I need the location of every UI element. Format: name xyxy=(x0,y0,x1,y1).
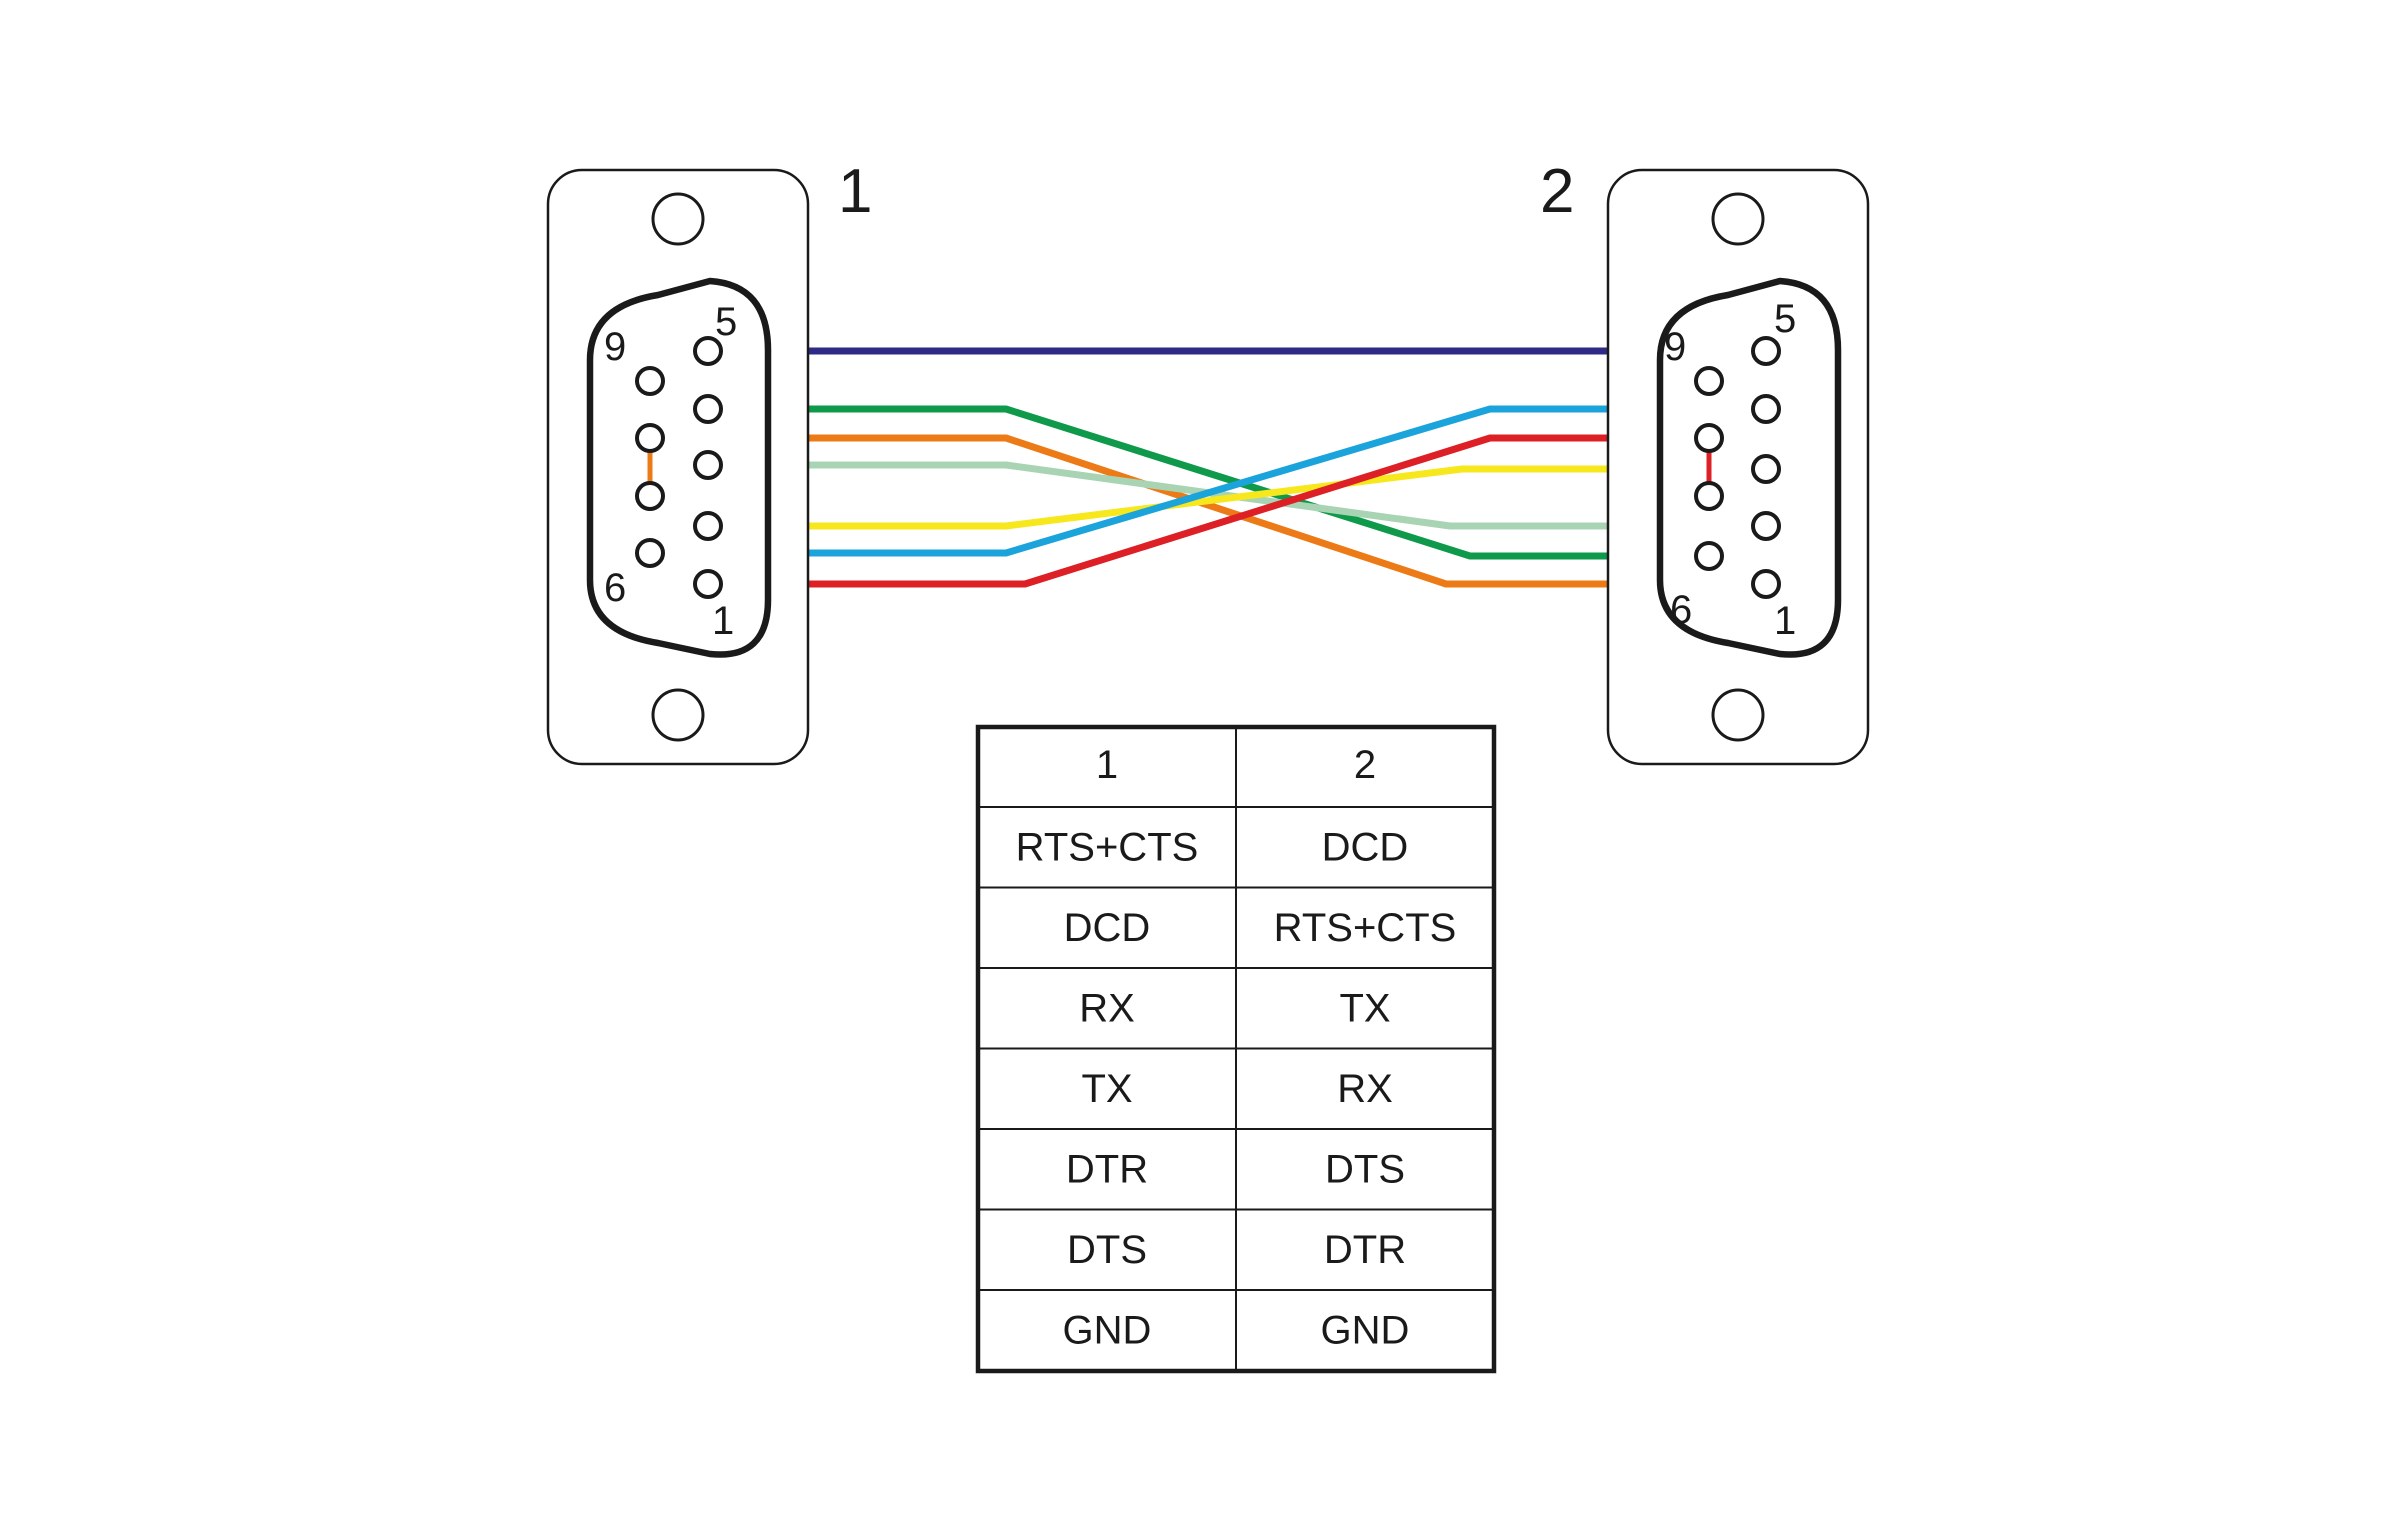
pin-2 xyxy=(693,511,723,541)
mounting-hole-bottom xyxy=(1711,688,1765,742)
table-cell: DCD xyxy=(1322,825,1409,869)
table-cell: DTS xyxy=(1067,1228,1147,1272)
mounting-hole-top xyxy=(1711,192,1765,246)
table-cell: RTS+CTS xyxy=(1016,825,1199,869)
pin-3 xyxy=(1751,454,1781,484)
table-cell: RX xyxy=(1079,986,1135,1030)
table-cell: TX xyxy=(1339,986,1390,1030)
pin-5 xyxy=(693,336,723,366)
table-cell: GND xyxy=(1321,1308,1410,1352)
wires xyxy=(650,347,1766,588)
table-cell: GND xyxy=(1063,1308,1152,1352)
pin-4 xyxy=(1751,394,1781,424)
wire-orange xyxy=(650,434,1766,588)
table-header-cell: 2 xyxy=(1354,743,1376,787)
d-sub-outline xyxy=(586,277,772,658)
pin-1 xyxy=(693,569,723,599)
connector-1-pins xyxy=(635,336,723,599)
pin-4 xyxy=(693,394,723,424)
pin-6 xyxy=(635,538,665,568)
pin-6 xyxy=(1694,541,1724,571)
pin-3 xyxy=(693,450,723,480)
pin-7 xyxy=(1694,481,1724,511)
connector-2 xyxy=(1606,168,1870,766)
pin-label-6: 6 xyxy=(1670,588,1692,632)
pin-9 xyxy=(635,366,665,396)
pin-8 xyxy=(635,423,665,453)
pin-label-1: 1 xyxy=(1774,599,1796,643)
pin-1 xyxy=(1751,569,1781,599)
pin-9 xyxy=(1694,366,1724,396)
wire-red xyxy=(708,434,1709,588)
pin-label-5: 5 xyxy=(715,300,737,344)
table-cell: DTS xyxy=(1325,1147,1405,1191)
table-header-cell: 1 xyxy=(1096,743,1118,787)
connector-1 xyxy=(546,168,810,766)
pin-7 xyxy=(635,481,665,511)
pin-label-9: 9 xyxy=(1664,325,1686,369)
table-cell: RTS+CTS xyxy=(1274,906,1457,950)
pin-label-9: 9 xyxy=(604,325,626,369)
table-cell: DTR xyxy=(1066,1147,1148,1191)
table-cell: TX xyxy=(1081,1067,1132,1111)
table-frame xyxy=(975,724,1497,1374)
table-cell: DCD xyxy=(1064,906,1151,950)
pin-8 xyxy=(1694,423,1724,453)
pin-5 xyxy=(1751,336,1781,366)
pin-2 xyxy=(1751,511,1781,541)
wire-blue xyxy=(650,405,1766,557)
connector-2-label: 2 xyxy=(1540,157,1574,226)
connector-2-pins xyxy=(1694,336,1781,599)
pin-label-1: 1 xyxy=(712,599,734,643)
mounting-hole-bottom xyxy=(651,688,705,742)
pin-label-5: 5 xyxy=(1774,297,1796,341)
table-cell: RX xyxy=(1337,1067,1393,1111)
wire-green xyxy=(708,405,1709,560)
mounting-hole-top xyxy=(651,192,705,246)
table-cell: DTR xyxy=(1324,1228,1406,1272)
connector-1-label: 1 xyxy=(838,157,872,226)
pin-label-6: 6 xyxy=(604,566,626,610)
